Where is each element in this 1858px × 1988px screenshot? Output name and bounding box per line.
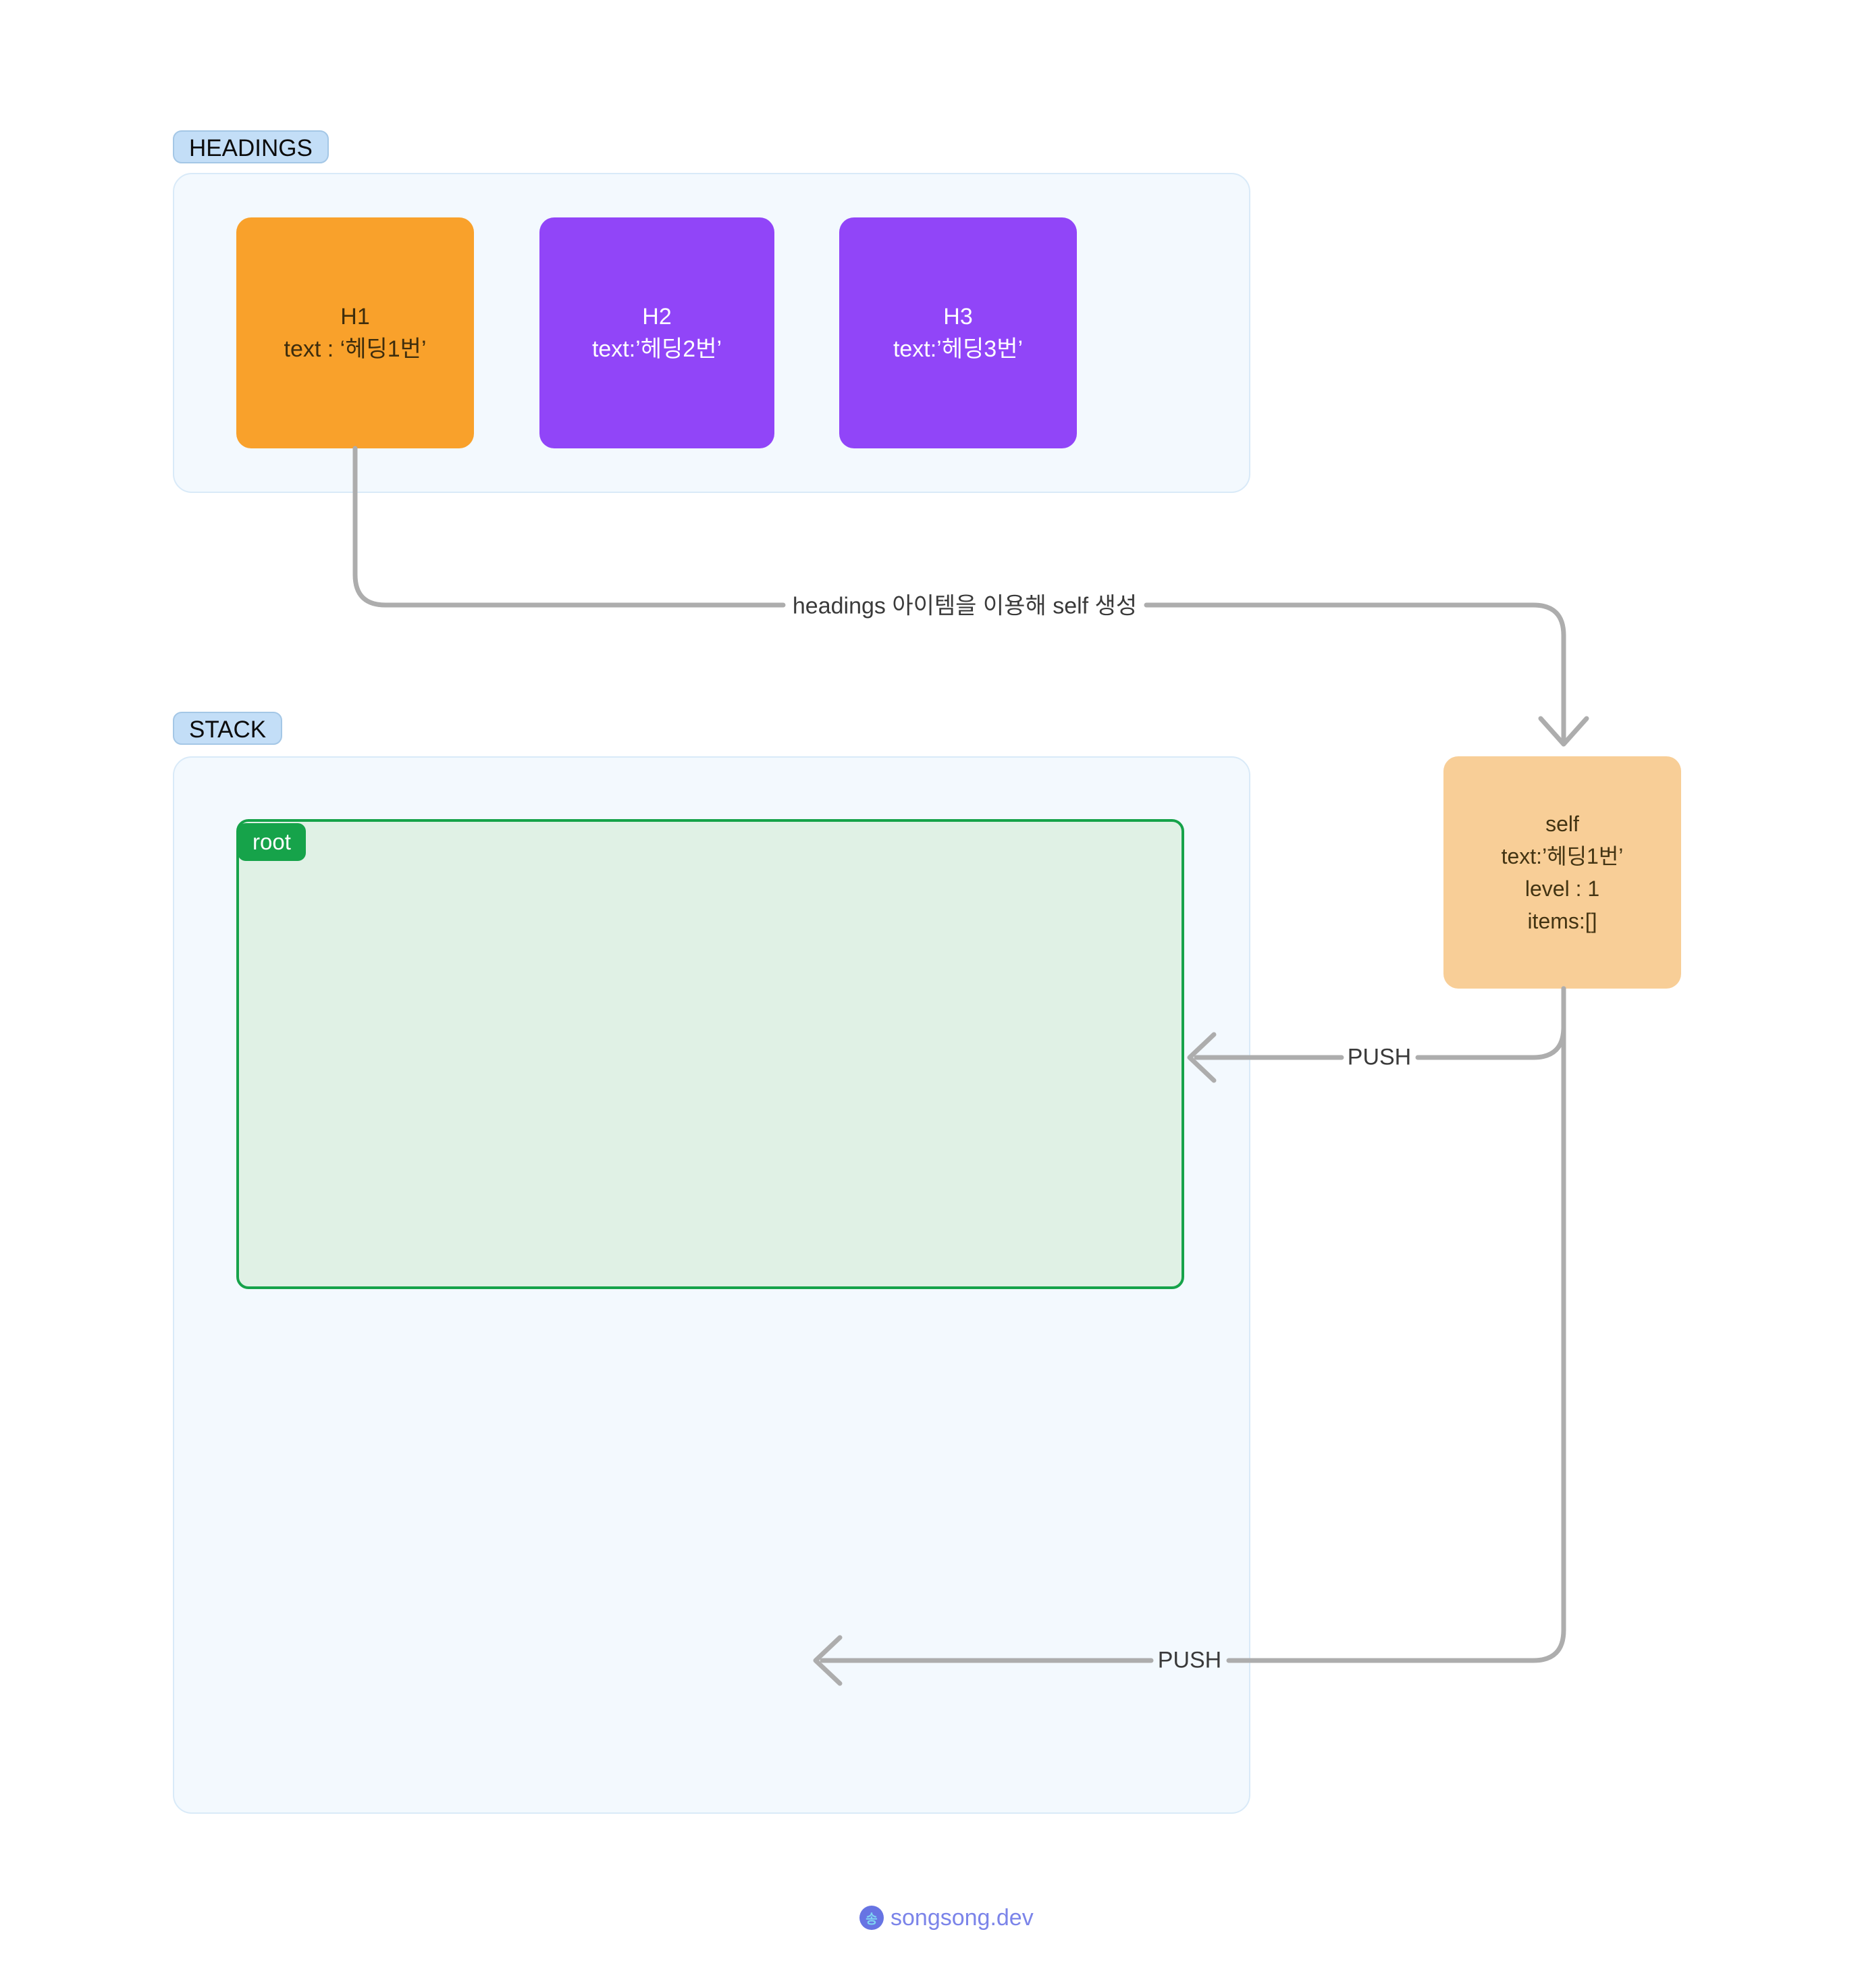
self-node-text: text:’헤딩㄄1번’ <box>1502 840 1624 872</box>
heading-card-title: H3 <box>943 300 972 333</box>
headings-section-label: HEADINGS <box>173 130 329 163</box>
edge-label-push-stack: PUSH <box>1158 1648 1221 1674</box>
self-node-level: level : 1 <box>1525 872 1599 905</box>
stack-section-label: STACK <box>173 712 282 745</box>
footer-brand: 송 songsong.dev <box>859 1906 1034 1930</box>
heading-card-text: text : ‘헤딩㄄1번’ <box>284 333 427 365</box>
heading-card-title: H2 <box>642 300 671 333</box>
edge-label-push-root: PUSH <box>1348 1045 1411 1071</box>
heading-card-title: H1 <box>340 300 369 333</box>
heading-card-h3: H3 text:’헤딩㄄3번’ <box>839 217 1077 448</box>
songsong-logo-icon: 송 <box>859 1906 884 1930</box>
self-node-items: items:[] <box>1527 905 1597 937</box>
arrowhead-down-icon <box>1541 718 1587 744</box>
heading-card-text: text:’헤딩㄄3번’ <box>893 333 1023 365</box>
footer-brand-text: songsong.dev <box>891 1905 1034 1931</box>
heading-card-text: text:’헤딩㄄2번’ <box>592 333 722 365</box>
edge-label-create-self: headings 아이템을 이용해 self 생성 <box>793 587 1137 621</box>
heading-card-h2: H2 text:’헤딩㄄2번’ <box>539 217 774 448</box>
root-badge: root <box>238 823 306 861</box>
self-node-title: self <box>1545 808 1579 840</box>
heading-card-h1: H1 text : ‘헤딩㄄1번’ <box>236 217 474 448</box>
self-node: self text:’헤딩㄄1번’ level : 1 items:[] <box>1443 756 1681 989</box>
root-stack-frame <box>236 819 1184 1289</box>
